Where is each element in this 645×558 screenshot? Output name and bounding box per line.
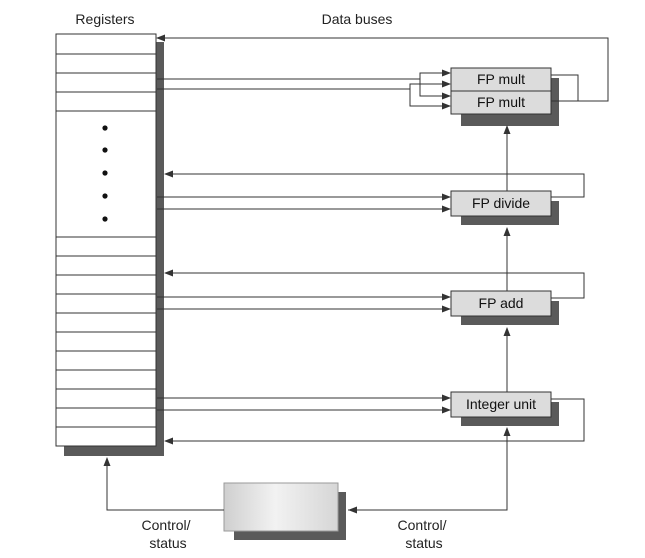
integer-unit-buses bbox=[157, 394, 585, 445]
fp-add-unit: FP add bbox=[450, 290, 559, 325]
control-status-lines bbox=[103, 125, 511, 514]
control-status-left-line1: Control/ bbox=[142, 517, 191, 533]
fp-divide-buses bbox=[157, 170, 585, 213]
fp-divide-label: FP divide bbox=[472, 195, 530, 211]
control-status-left-line2: status bbox=[149, 535, 186, 551]
control-status-left-label: Control/ status bbox=[142, 517, 195, 551]
register-file-body bbox=[55, 33, 157, 447]
fp-mult-2-label: FP mult bbox=[477, 94, 525, 110]
ellipsis-dots bbox=[102, 125, 108, 222]
fp-divide-unit: FP divide bbox=[450, 190, 559, 225]
control-status-right-line1: Control/ bbox=[398, 517, 447, 533]
control-status-right-line2: status bbox=[405, 535, 442, 551]
registers-label: Registers bbox=[75, 11, 134, 27]
scoreboard-unit bbox=[223, 482, 346, 540]
integer-unit: Integer unit bbox=[450, 391, 559, 426]
fp-mult-unit: FP mult FP mult bbox=[450, 67, 559, 126]
data-buses-label: Data buses bbox=[322, 11, 393, 27]
fp-mult-1-label: FP mult bbox=[477, 71, 525, 87]
integer-unit-label: Integer unit bbox=[466, 396, 536, 412]
fp-add-label: FP add bbox=[479, 295, 524, 311]
register-file bbox=[55, 33, 164, 456]
fp-add-buses bbox=[157, 269, 585, 313]
fp-mult-buses bbox=[156, 34, 609, 110]
register-rows bbox=[56, 53, 156, 428]
control-status-right-label: Control/ status bbox=[398, 517, 451, 551]
